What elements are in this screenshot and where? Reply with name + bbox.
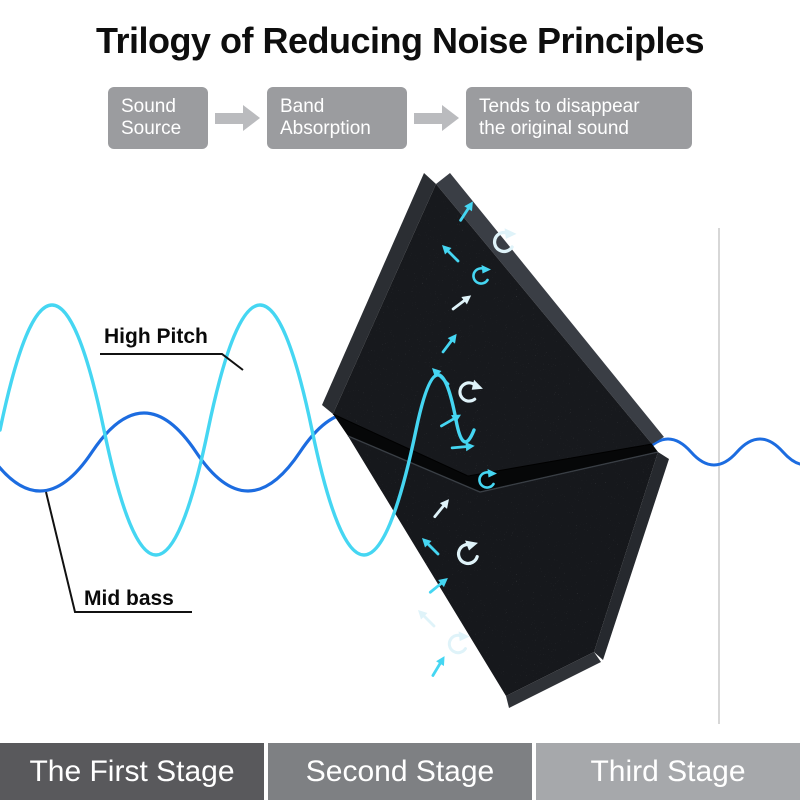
absorption-swirl-icon <box>455 374 487 407</box>
flow-step-label-line: Tends to disappear <box>479 96 640 117</box>
sound-bounce-arrow-icon <box>431 497 453 519</box>
mid-bass-label: Mid bass <box>84 587 174 610</box>
sound-bounce-arrow-icon <box>428 574 450 596</box>
high-pitch-pointer-line <box>100 353 244 371</box>
high-pitch-wave <box>0 303 476 557</box>
flow-arrow-icon <box>414 105 459 131</box>
sound-bounce-arrow-icon <box>430 366 450 386</box>
stage-label: Second Stage <box>305 754 495 788</box>
flow-step-label-line: Band <box>280 96 325 117</box>
absorption-swirl-icon <box>492 226 519 254</box>
flow-step-sound-source: Sound Source <box>108 87 208 149</box>
panel-upper-face <box>333 184 652 476</box>
high-pitch-label: High Pitch <box>104 325 208 348</box>
flow-step-label-line: Sound <box>121 96 176 117</box>
panel-lower-right-bevel <box>594 452 669 660</box>
flow-step-label-line: Absorption <box>280 118 371 139</box>
process-flow: Sound Source Band Absorption Tends to di… <box>0 87 800 149</box>
sound-bounce-arrow-icon <box>427 654 450 677</box>
stage-bar: The First Stage Second Stage Third Stage <box>0 743 800 800</box>
sound-bounce-arrow-icon <box>416 608 436 628</box>
flow-step-disappear: Tends to disappear the original sound <box>466 87 692 149</box>
absorption-swirl-icon <box>472 263 493 285</box>
mid-bass-wave-left <box>0 411 510 493</box>
flow-step-label-line: the original sound <box>479 118 629 139</box>
mid-bass-wave-right <box>643 437 800 467</box>
acoustic-foam-panel <box>322 173 669 708</box>
panel-foam-texture <box>333 184 658 696</box>
flow-arrow-bar <box>215 112 243 124</box>
flow-arrow-head <box>442 105 459 131</box>
stage-second: Second Stage <box>268 743 532 800</box>
panel-seam-highlight <box>347 435 659 493</box>
stage-label: The First Stage <box>29 754 235 788</box>
flow-step-label-line: Source <box>121 118 182 139</box>
stage-label: Third Stage <box>590 754 746 788</box>
panel-top-left-bevel <box>322 173 436 414</box>
sound-bounce-arrow-icon <box>439 332 461 354</box>
sound-bounce-arrow-icon <box>440 243 460 263</box>
absorption-swirl-icon <box>447 629 471 655</box>
flow-arrow-icon <box>215 105 260 131</box>
sound-bounce-arrow-icon <box>440 409 463 432</box>
flow-step-band-absorption: Band Absorption <box>267 87 407 149</box>
flow-arrow-head <box>243 105 260 131</box>
panel-top-right-bevel <box>436 173 664 444</box>
panel-bottom-bevel <box>506 652 601 708</box>
absorption-swirl-icon <box>453 535 485 568</box>
absorption-swirl-icon <box>478 467 499 489</box>
panel-lower-face <box>348 436 658 696</box>
panel-seam-top-edge <box>332 413 653 477</box>
sound-bounce-arrow-icon <box>420 536 440 556</box>
sound-bounce-arrow-icon <box>451 291 473 313</box>
stage-first: The First Stage <box>0 743 264 800</box>
sound-bounce-arrow-icon <box>455 199 478 222</box>
flow-arrow-bar <box>414 112 442 124</box>
panel-seam <box>333 414 658 492</box>
stage-third: Third Stage <box>536 743 800 800</box>
page-title: Trilogy of Reducing Noise Principles <box>95 20 705 61</box>
sound-bounce-arrow-icon <box>450 434 477 460</box>
